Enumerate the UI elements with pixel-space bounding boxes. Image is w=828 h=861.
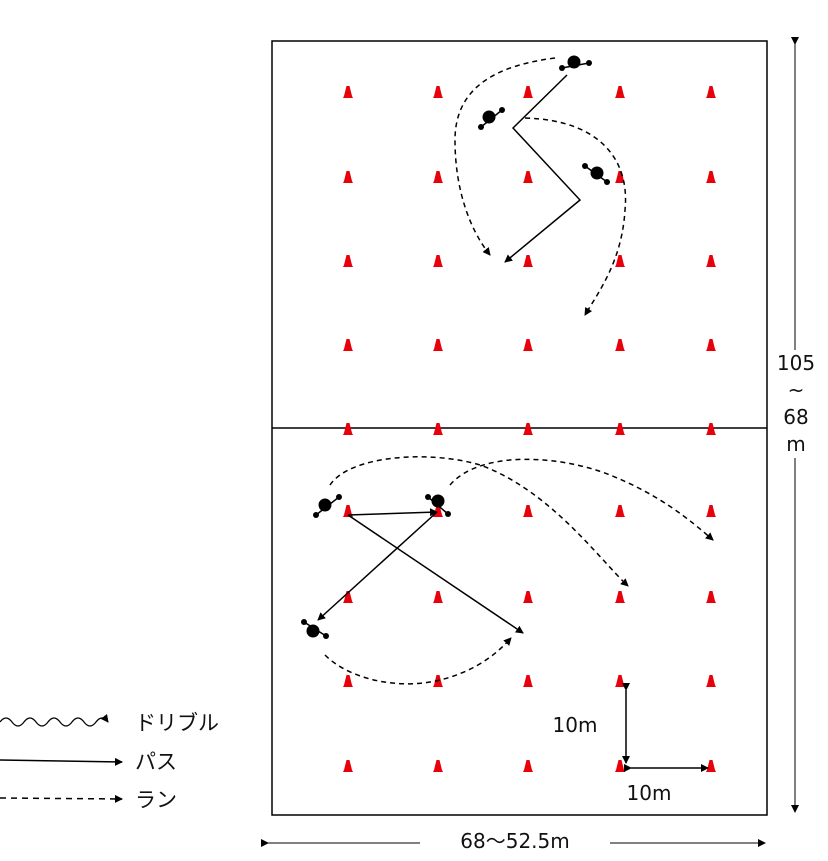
cone [343,255,353,267]
length-range-tilde: ~ [787,378,805,402]
pass-line [347,508,438,517]
cone [615,505,625,517]
player-hand [559,65,565,71]
legend-pass-label: パス [135,750,177,774]
cone [433,86,443,98]
cone [706,591,716,603]
player-icon [478,107,505,130]
cone [615,760,625,772]
cone [433,339,443,351]
cone [706,675,716,687]
legend-pass-line [0,757,123,766]
cone [706,505,716,517]
cone [523,255,533,267]
player-head [567,55,581,69]
cone [343,505,353,517]
length-dimension-label: 105 ~ 68 m [776,350,816,458]
cone [523,505,533,517]
player-head [431,494,445,508]
cone [433,591,443,603]
player-hand [313,512,319,518]
pass-line [504,74,582,263]
player-hand [301,619,307,625]
legend-dribble-line [0,714,109,727]
cone [706,760,716,772]
run-line [454,57,556,256]
cone [433,171,443,183]
cone [433,423,443,435]
cone [523,760,533,772]
cone [343,675,353,687]
cone [523,171,533,183]
cone [523,86,533,98]
player-head [318,498,332,512]
length-value-max: 105 [776,351,816,375]
player-hand [586,60,592,66]
length-value-min: 68 [783,405,809,429]
run-line [524,117,627,316]
legend-run-label: ラン [135,788,177,812]
vertical-spacing-label: 10m [552,713,598,737]
player-hand [445,511,451,517]
player-head [482,110,496,124]
player-hand [604,179,610,185]
cone [433,760,443,772]
cone [615,591,625,603]
length-unit: m [786,432,806,456]
width-dimension-label: 68〜52.5m [420,828,610,855]
player-icon [559,55,592,71]
cone-grid [343,86,716,772]
player-hand [478,124,484,130]
cone [615,675,625,687]
cone [523,423,533,435]
run-line [329,456,629,587]
cone [343,423,353,435]
cone [615,86,625,98]
player-head [306,624,320,638]
cone [615,171,625,183]
player-hand [336,494,342,500]
player-icon [425,494,451,517]
cone [706,255,716,267]
cone [615,423,625,435]
horizontal-spacing-label: 10m [626,781,672,805]
cone [343,86,353,98]
cone [615,255,625,267]
cone [523,339,533,351]
cone [706,423,716,435]
player-icon [313,494,342,518]
run-line [324,637,512,685]
player-hand [499,107,505,113]
cone [523,675,533,687]
cone [343,760,353,772]
movement-paths [317,57,714,685]
legend-dribble-label: ドリブル [135,711,219,735]
player-icon [582,163,610,185]
players [301,55,610,639]
pass-line [317,511,438,621]
player-icon [301,619,329,639]
player-head [590,166,604,180]
cone [706,339,716,351]
pass-line [347,514,524,634]
cone [343,339,353,351]
cone [523,591,533,603]
cone [615,339,625,351]
player-hand [582,163,588,169]
cone [343,591,353,603]
cone [706,86,716,98]
player-hand [425,494,431,500]
cone [706,171,716,183]
cone [433,255,443,267]
legend-run-line [0,794,123,803]
run-line [449,458,714,541]
player-hand [323,633,329,639]
cone [343,171,353,183]
